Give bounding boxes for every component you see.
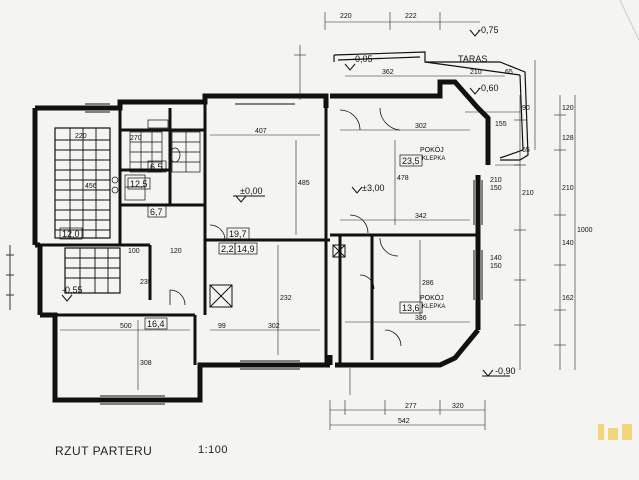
dimension-lines (60, 12, 576, 430)
dim-int-18: 210 (490, 177, 502, 184)
dim-r-3: 1000 (577, 227, 593, 234)
dim-int-5: 342 (415, 213, 427, 220)
dim-terr-3: 155 (495, 121, 507, 128)
staircase (54, 127, 121, 294)
terrace-outline (333, 51, 529, 161)
dim-int-8: 500 (120, 323, 132, 330)
dim-int-0: 220 (75, 133, 87, 140)
dim-int-3: 485 (298, 180, 310, 187)
dim-r-4: 128 (562, 135, 574, 142)
dim-int-7: 232 (280, 295, 292, 302)
area-r8: 16,4 (147, 319, 165, 329)
dim-b-2: 542 (398, 418, 410, 425)
dim-int-12: 336 (415, 315, 427, 322)
dim-r-8: 210 (522, 190, 534, 197)
level-texts: ±0,00 -0,75 -0,05 -0,60 -0,55 ±3,00 -0,9… (62, 25, 516, 376)
dim-top-0: 222 (405, 13, 417, 20)
dim-int-9: 308 (140, 360, 152, 367)
room-r10-floor: KLEPKA (422, 304, 445, 310)
level-4: -0,55 (62, 285, 83, 295)
level-1: -0,75 (478, 25, 499, 35)
level-3: -0,60 (478, 83, 499, 93)
dim-r-2: 140 (562, 240, 574, 247)
level-6: -0,90 (495, 366, 516, 376)
dim-int-16: 150 (490, 185, 502, 192)
dim-int-10: 99 (218, 323, 226, 330)
dim-r-7: 90 (522, 105, 530, 112)
level-markers (61, 29, 510, 377)
dim-top-1: 220 (340, 13, 352, 20)
area-r5: 19,7 (229, 229, 247, 239)
area-r9: 23,5 (402, 156, 420, 166)
interior-walls (40, 102, 478, 365)
dim-terr-2: 65 (505, 69, 513, 76)
dim-int-17: 235 (140, 279, 152, 286)
level-2: -0,05 (352, 54, 373, 64)
terrace-label: TARAS (458, 54, 487, 64)
dim-r-10: 140 (490, 255, 502, 262)
plan-scale: 1:100 (198, 444, 229, 456)
area-r1: 12,0 (62, 229, 80, 239)
area-r6: 2,2 (221, 244, 234, 254)
dim-b-0: 277 (405, 403, 417, 410)
room-r9-floor: KLEPKA (422, 156, 445, 162)
area-r7: 14,9 (237, 244, 255, 254)
dim-int-1: 407 (255, 128, 267, 135)
dim-r-9: 150 (490, 263, 502, 270)
dim-int-6: 456 (85, 183, 97, 190)
dim-b-1: 320 (452, 403, 464, 410)
dim-r-0: 120 (562, 105, 574, 112)
watermark-logo (598, 424, 632, 440)
dim-int-4: 478 (397, 175, 409, 182)
dim-terr-1: 210 (470, 69, 482, 76)
dim-terr-0: 362 (382, 69, 394, 76)
level-5: ±3,00 (362, 183, 384, 193)
area-r10: 13,6 (402, 303, 420, 313)
plan-title: RZUT PARTERU (55, 444, 153, 458)
area-r3: 12,5 (130, 179, 148, 189)
dim-int-13: 286 (422, 280, 434, 287)
level-0: ±0,00 (240, 186, 262, 196)
dim-r-1: 210 (562, 185, 574, 192)
area-r2: 6,5 (150, 162, 163, 172)
dim-int-15: 100 (128, 248, 140, 255)
dim-int-2: 302 (415, 123, 427, 130)
room-area-labels: 12,0 6,5 12,5 6,7 19,7 2,2 14,9 16,4 23,… (59, 145, 445, 330)
dim-r-6: 65 (522, 147, 530, 154)
dim-r-5: 162 (562, 295, 574, 302)
dim-int-14: 120 (170, 248, 182, 255)
dim-int-11: 302 (268, 323, 280, 330)
window-marks (85, 97, 483, 405)
room-r9-label: POKÓJ (420, 145, 444, 154)
left-margin-ticks (6, 245, 14, 310)
area-r4: 6,7 (150, 207, 163, 217)
room-r10-label: POKÓJ (420, 293, 444, 302)
dim-int-19: 270 (130, 135, 142, 142)
kitchen-fixtures (111, 119, 201, 201)
chimney-symbols (209, 244, 346, 308)
dimension-texts: 222 220 362 210 65 155 220 407 302 485 4… (75, 13, 593, 425)
